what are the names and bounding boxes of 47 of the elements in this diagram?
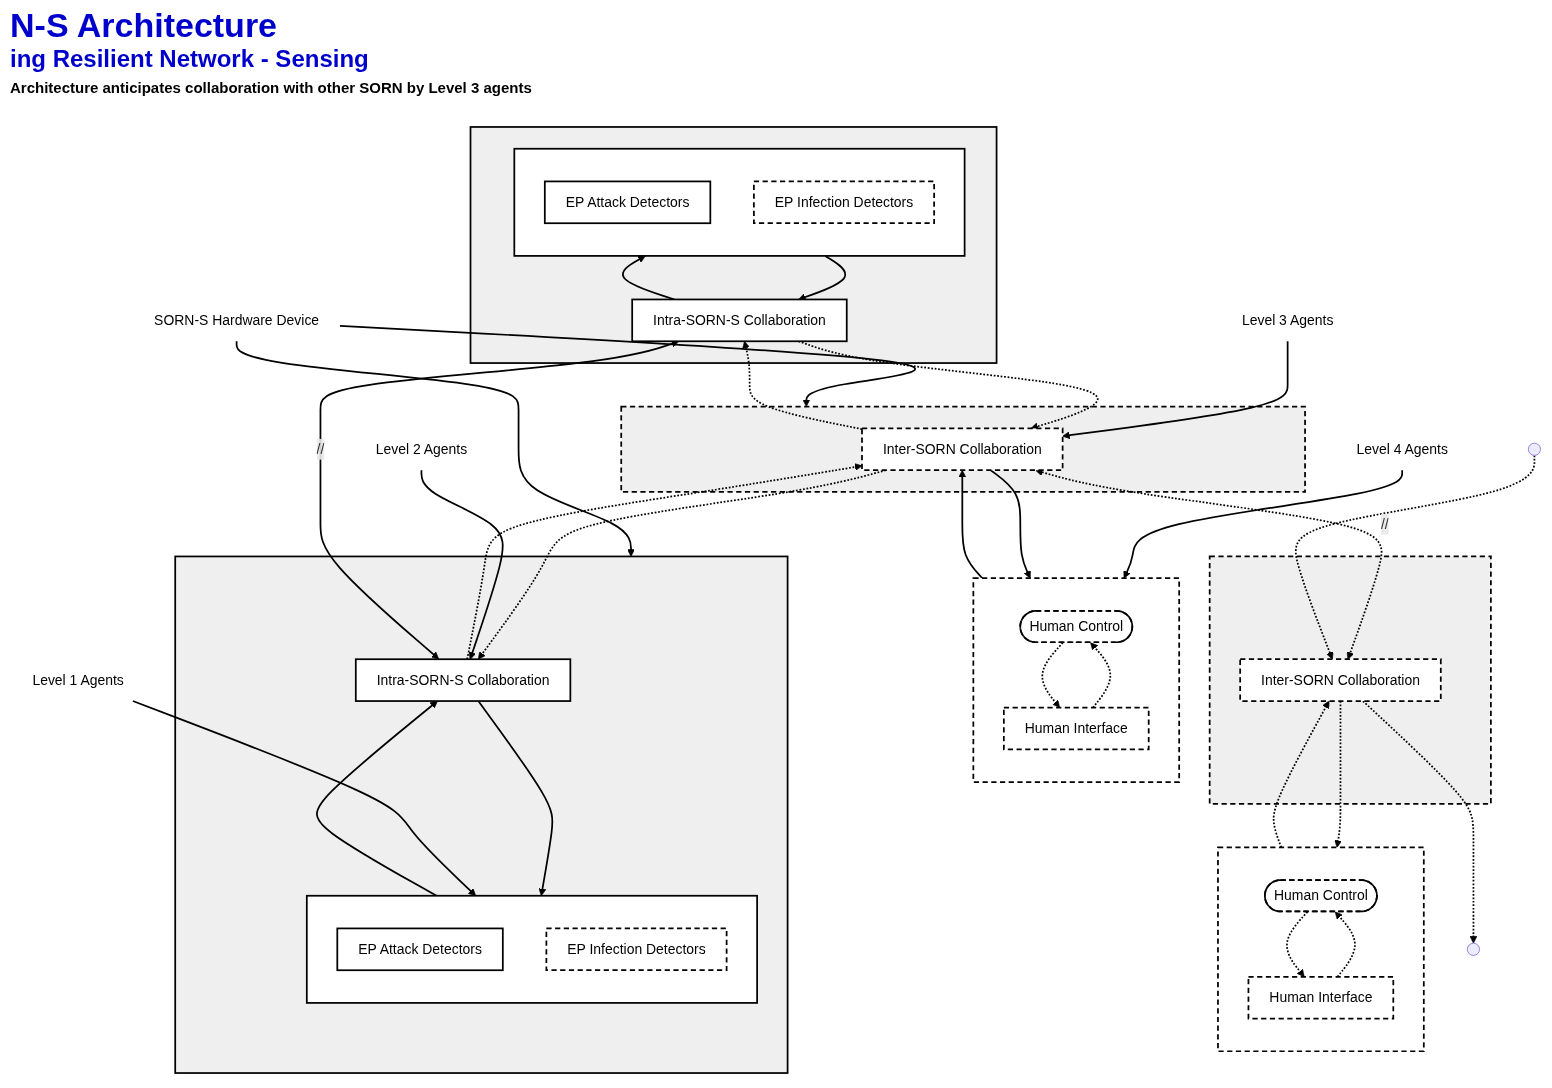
node-text: Level 1 Agents: [32, 672, 124, 688]
node-text: Level 3 Agents: [1241, 312, 1334, 328]
cluster: [174, 555, 789, 1074]
arrow: [132, 700, 477, 897]
arrow: [1286, 911, 1309, 978]
arrow: [316, 700, 438, 897]
node-box: Inter-SORN Collaboration: [861, 427, 1064, 472]
arrow: [958, 469, 984, 580]
arrow: [1362, 700, 1478, 944]
cluster: [1208, 555, 1492, 805]
subtitle: ing Resilient Network - Sensing: [10, 45, 370, 73]
cluster: [1217, 846, 1425, 1053]
arrow: [1041, 641, 1064, 708]
node-box: EP Infection Detectors: [753, 180, 935, 225]
arrow: [235, 340, 635, 557]
arrow: [1334, 911, 1356, 978]
arrow: [339, 325, 916, 407]
cluster: [513, 147, 966, 257]
node-text: Level 2 Agents: [375, 441, 468, 457]
node-box: EP Infection Detectors: [545, 927, 728, 972]
arrow: [477, 700, 554, 897]
arrow: [1062, 340, 1289, 440]
node-box: EP Attack Detectors: [336, 927, 504, 972]
node-box: Human Interface: [1247, 975, 1395, 1020]
arrow: [1123, 469, 1404, 579]
node-text: Level 4 Agents: [1356, 441, 1448, 457]
cluster: [620, 405, 1306, 493]
node-box: Intra-SORN-S Collaboration: [354, 658, 572, 702]
diagram-title: N-S Architecture: [10, 6, 279, 45]
arrow: [798, 255, 847, 301]
cluster: [972, 577, 1181, 783]
arrow: [1294, 454, 1536, 660]
note-text: Architecture anticipates collaboration with other SORN by Level 3 agents: [10, 79, 532, 96]
cluster: [469, 126, 998, 364]
arrow: [989, 469, 1031, 579]
edge-label: //: [1380, 516, 1389, 532]
edge-label: //: [316, 441, 325, 457]
arrow: [621, 255, 676, 301]
cluster: [305, 894, 758, 1004]
node-box: EP Attack Detectors: [543, 180, 712, 225]
node-box: Inter-SORN Collaboration: [1239, 658, 1442, 702]
node-text: SORN-S Hardware Device: [154, 312, 320, 328]
arrow: [1090, 642, 1112, 709]
node-box: Human Interface: [1002, 706, 1150, 751]
node-box: Intra-SORN-S Collaboration: [631, 298, 848, 343]
arrow: [1272, 700, 1330, 849]
arrow: [420, 469, 504, 660]
